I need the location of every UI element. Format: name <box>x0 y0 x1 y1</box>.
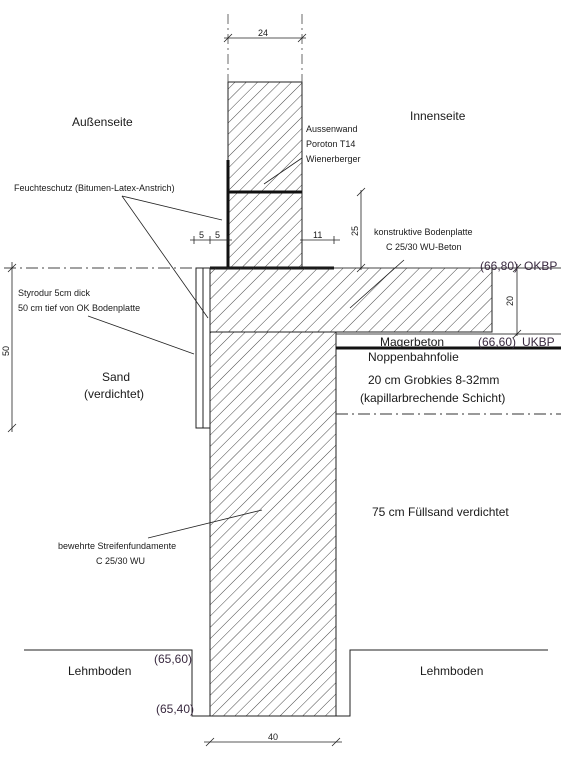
label-gravel-line2: (kapillarbrechende Schicht) <box>360 391 505 405</box>
label-styrodur-line1: Styrodur 5cm dick <box>18 288 91 298</box>
dimension-tick <box>7 423 17 433</box>
dimension-left-5a: 5 <box>199 230 204 240</box>
dimension-styrodur-50: 50 <box>1 346 11 356</box>
dimension-wall-width: 24 <box>258 28 268 38</box>
label-clay-left: Lehmboden <box>68 664 131 678</box>
label-gravel-line1: 20 cm Grobkies 8-32mm <box>368 373 499 387</box>
label-styrodur-line2: 50 cm tief von OK Bodenplatte <box>18 303 140 313</box>
dimension-slab-20: 20 <box>505 296 515 306</box>
label-lean-concrete: Magerbeton <box>380 335 444 349</box>
dimension-tick <box>205 737 215 747</box>
level-ground-value: (65,60) <box>154 652 192 666</box>
label-slab-line2: C 25/30 WU-Beton <box>386 242 462 252</box>
strip-foundation <box>209 331 337 717</box>
level-bottom-value: (65,40) <box>156 702 194 716</box>
dimension-tick <box>7 263 17 273</box>
label-clay-right: Lehmboden <box>420 664 483 678</box>
label-sand-line2: (verdichtet) <box>84 387 144 401</box>
ground-line <box>24 649 210 717</box>
outer-wall <box>227 81 303 269</box>
dimension-tick <box>223 33 233 43</box>
level-ukbp-value: (66,60) <box>478 335 516 349</box>
level-okbp-value: (66,80) <box>480 259 518 273</box>
label-sand-line1: Sand <box>102 370 130 384</box>
ground-line <box>336 649 548 717</box>
label-moisture-protection: Feuchteschutz (Bitumen-Latex-Anstrich) <box>14 183 175 193</box>
leader-line <box>147 509 263 539</box>
leader-line <box>121 195 209 319</box>
dimension-right-11: 11 <box>313 230 322 240</box>
floor-slab <box>209 267 493 333</box>
dimension-left-5b: 5 <box>215 230 220 240</box>
level-ukbp-label: UKBP <box>522 335 555 349</box>
label-wall-line3: Wienerberger <box>306 154 361 164</box>
label-dimple-membrane: Noppenbahnfolie <box>368 350 459 364</box>
dimension-tick <box>331 737 341 747</box>
dimension-tick <box>512 329 522 339</box>
dimension-vertical-25: 25 <box>350 226 360 236</box>
leader-line <box>263 157 303 185</box>
dimension-tick <box>297 33 307 43</box>
leader-line <box>121 195 223 221</box>
label-slab-line1: konstruktive Bodenplatte <box>374 227 473 237</box>
leader-line <box>349 259 405 309</box>
dimension-footing-40: 40 <box>268 732 278 742</box>
dimension-tick <box>356 187 366 197</box>
leader-line <box>87 315 195 355</box>
label-outside: Außenseite <box>72 115 133 129</box>
label-wall-line1: Aussenwand <box>306 124 358 134</box>
dimension-tick <box>356 263 366 273</box>
label-footing-line2: C 25/30 WU <box>96 556 145 566</box>
label-footing-line1: bewehrte Streifenfundamente <box>58 541 176 551</box>
label-wall-line2: Poroton T14 <box>306 139 355 149</box>
label-inside: Innenseite <box>410 109 466 123</box>
dimension-tick <box>512 263 522 273</box>
level-okbp-label: OKBP <box>524 259 557 273</box>
label-fill-sand: 75 cm Füllsand verdichtet <box>372 505 509 519</box>
